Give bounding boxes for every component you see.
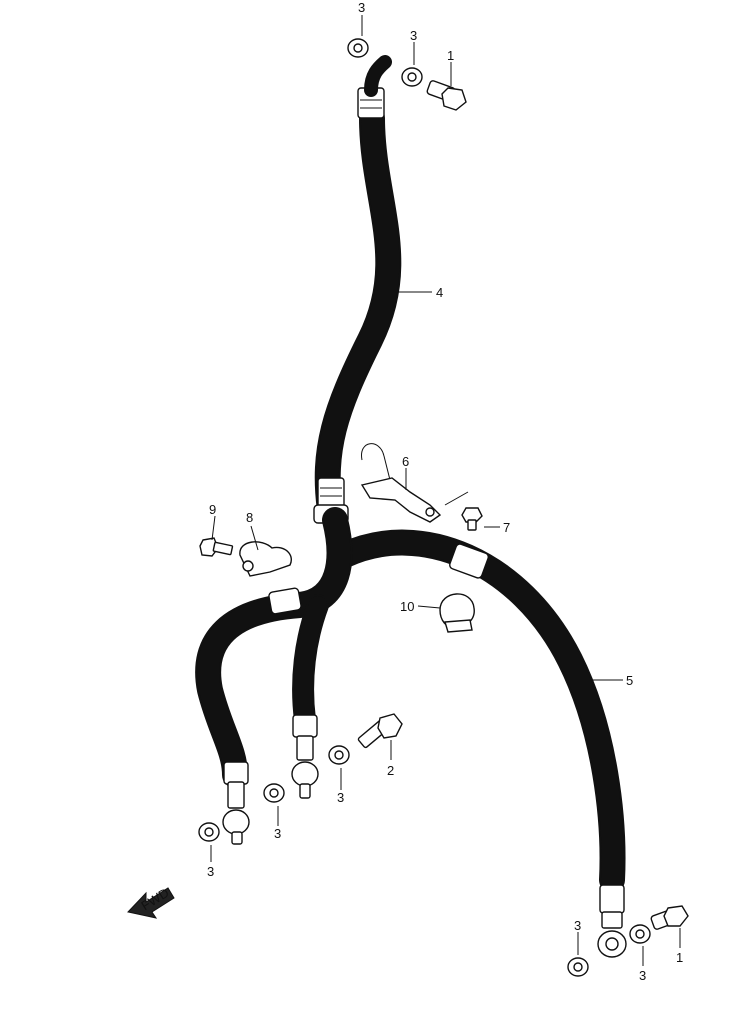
fwd-arrow-icon: FWD: [127, 885, 175, 919]
callout-3-bottom-right: 3: [639, 968, 646, 983]
clamp-10: [439, 593, 475, 633]
union-bolt-bottom: [650, 905, 689, 930]
callout-1-top: 1: [447, 48, 454, 63]
callout-1-bottom: 1: [676, 950, 683, 965]
callout-5: 5: [626, 673, 633, 688]
callout-10: 10: [400, 599, 414, 614]
clamp-6: [360, 443, 469, 523]
callout-6: 6: [402, 454, 409, 469]
callout-4: 4: [436, 285, 443, 300]
callout-3-mid-right: 3: [337, 790, 344, 805]
brake-hose-right: [332, 529, 627, 958]
bolt-9: [199, 537, 234, 557]
callout-3-top-left: 3: [358, 0, 365, 15]
bolt-2: [357, 713, 403, 749]
callout-3-top-right: 3: [410, 28, 417, 43]
callout-3-mid-left: 3: [274, 826, 281, 841]
callout-2: 2: [387, 763, 394, 778]
washer-group: [198, 38, 651, 977]
leader-lines: [210, 15, 681, 966]
callout-9: 9: [209, 502, 216, 517]
callout-3-bottom-left: 3: [574, 918, 581, 933]
callout-7: 7: [503, 520, 510, 535]
union-bolt-top: [426, 80, 467, 111]
brake-hose-upper: [313, 55, 402, 524]
callout-3-left: 3: [207, 864, 214, 879]
brake-hose-left-branch: [195, 507, 353, 845]
callout-8: 8: [246, 510, 253, 525]
clamp-8: [239, 541, 292, 577]
bolt-7: [461, 507, 483, 531]
callout-labels: 3 3 1 4 6 7 8 9 10 5 2 3 3 3 3 3 1: [207, 0, 683, 983]
